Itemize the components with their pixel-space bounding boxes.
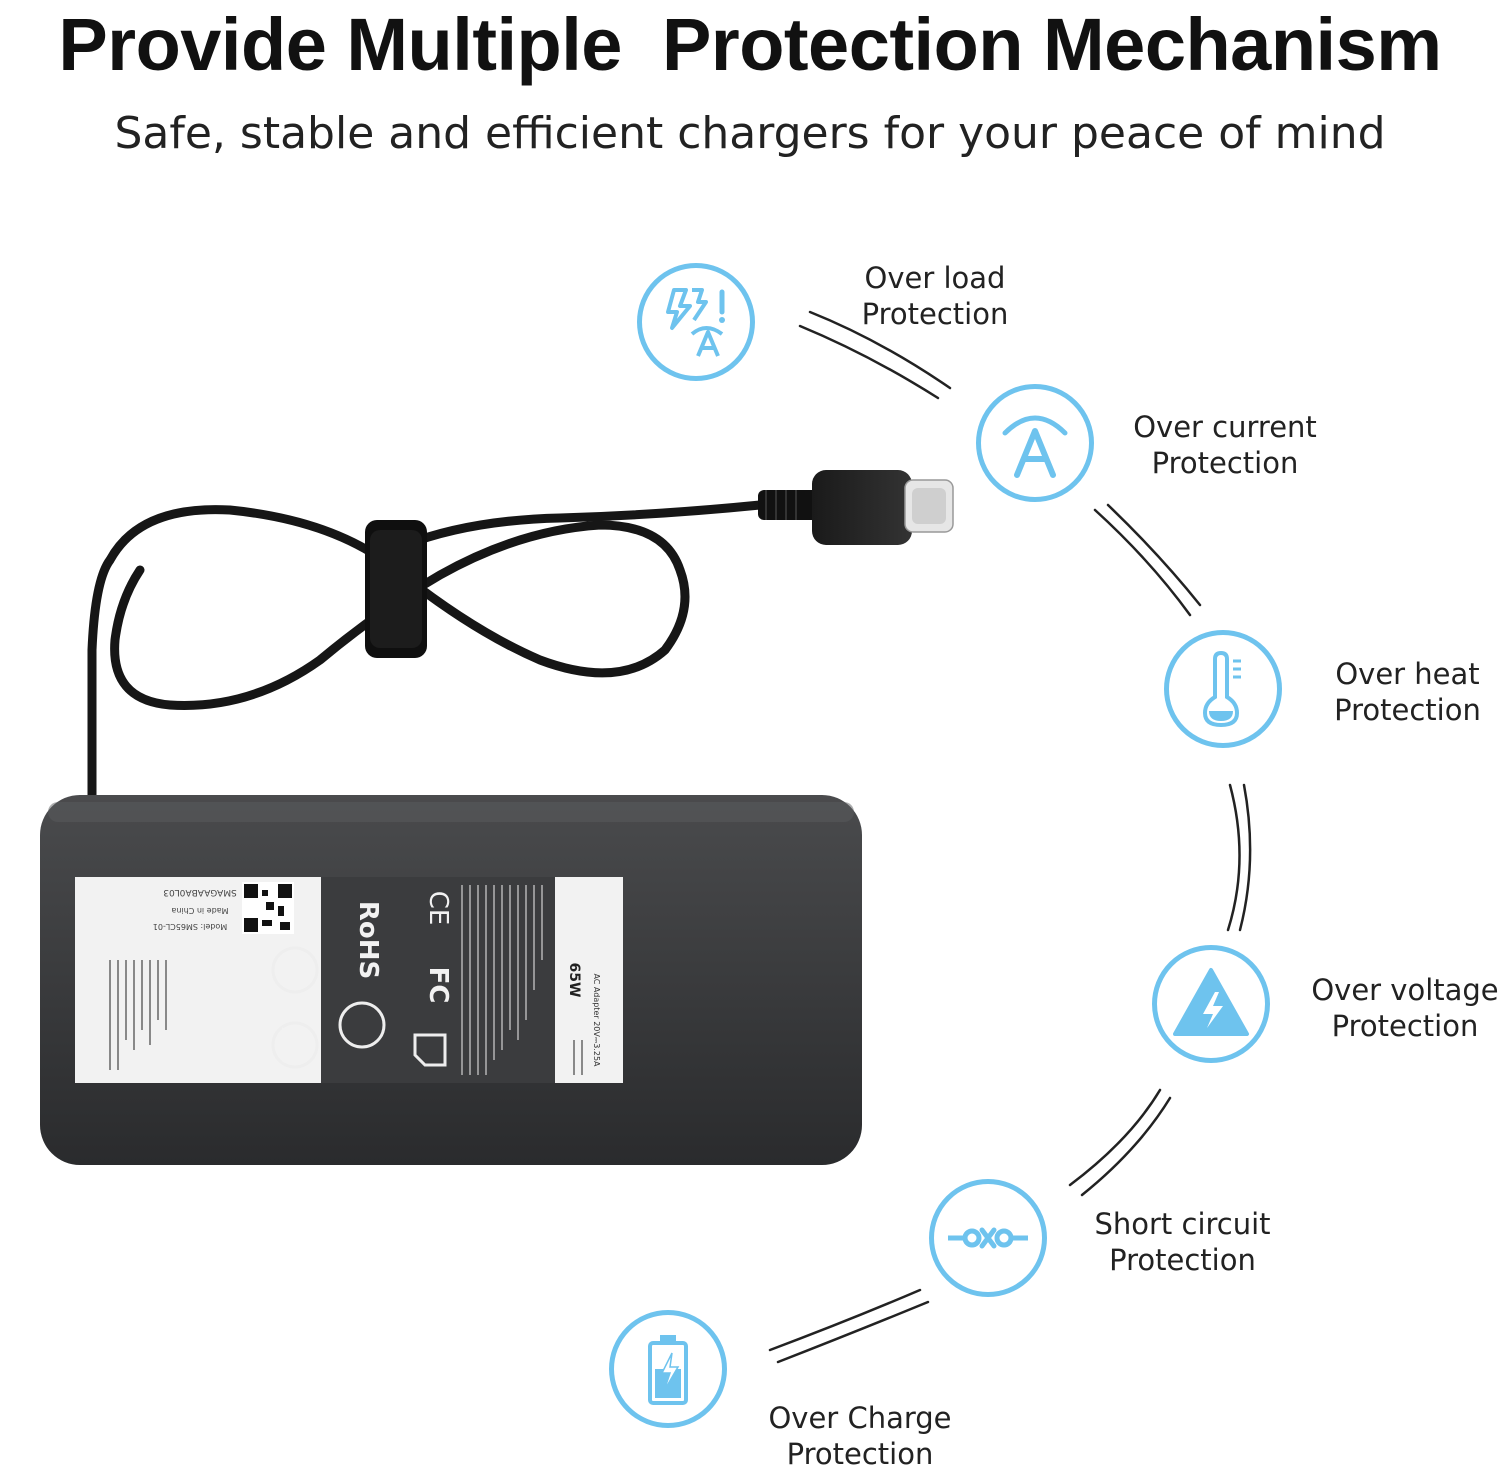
ampere-icon xyxy=(1002,415,1068,478)
page-subtitle: Safe, stable and efficient chargers for … xyxy=(114,108,1386,159)
voltage-warning-icon xyxy=(1173,968,1249,1036)
wattage-label: 65W xyxy=(566,963,582,998)
ce-mark: CE xyxy=(423,891,453,926)
overload-circle xyxy=(637,263,755,381)
rohs-mark: RoHS xyxy=(353,901,383,979)
code-label: SMAGAABA0L03 xyxy=(163,887,237,897)
battery-charge-icon xyxy=(648,1335,688,1405)
qr-code-icon xyxy=(242,882,294,934)
feature-label-overcharge: Over Charge Protection xyxy=(768,1401,952,1471)
feature-label-overcurrent: Over current Protection xyxy=(1133,410,1317,480)
made-in-label: Made in China xyxy=(171,906,228,915)
overcurrent-circle xyxy=(976,384,1094,502)
feature-label-overload: Over load Protection xyxy=(861,261,1009,331)
fc-mark: FC xyxy=(423,967,453,1004)
overheat-circle xyxy=(1164,630,1282,748)
short-circuit-icon xyxy=(948,1227,1028,1249)
feature-label-overheat: Over heat Protection xyxy=(1334,657,1481,727)
rating-label: AC Adapter 20V⎓3.25A xyxy=(592,973,601,1067)
model-label: Model: SM65CL-01 xyxy=(153,922,227,931)
feature-label-shortcircuit: Short circuit Protection xyxy=(1094,1207,1271,1277)
overcharge-circle xyxy=(609,1310,727,1428)
feature-label-overvoltage: Over voltage Protection xyxy=(1311,973,1499,1043)
vi-mark: VI xyxy=(285,960,309,980)
page-title: Provide Multiple Protection Mechanism xyxy=(58,3,1442,86)
thermometer-icon xyxy=(1202,650,1241,728)
shortcircuit-circle xyxy=(929,1179,1047,1297)
overvoltage-circle xyxy=(1152,945,1270,1063)
altitude-mark: ≤2000 xyxy=(279,1026,292,1063)
overload-lightning-icon xyxy=(666,288,725,357)
